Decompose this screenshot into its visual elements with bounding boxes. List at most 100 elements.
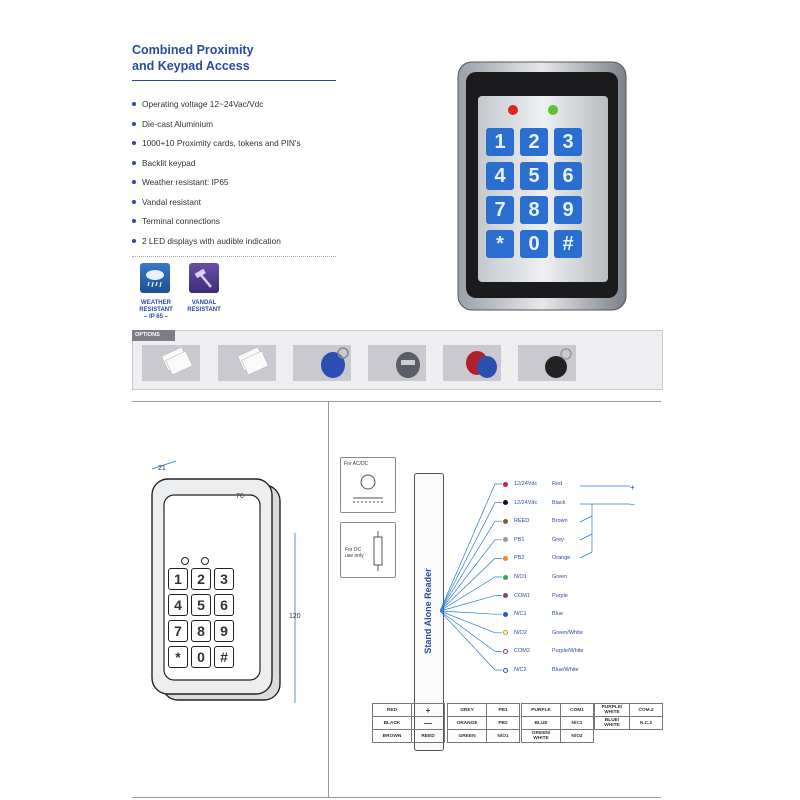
wire-color-dot (503, 500, 508, 506)
wire-color-dot (503, 537, 508, 543)
photo-key: 4 (486, 162, 514, 190)
wire-color-dot (503, 555, 508, 561)
drawing-key: 3 (214, 568, 234, 590)
feature-item: Terminal connections (132, 215, 301, 235)
feature-item: Backlit keypad (132, 157, 301, 177)
weather-icon (140, 263, 170, 293)
wire-terminal: N/C2 (514, 667, 527, 673)
wire-row: 12/24Vdc Black (503, 497, 565, 509)
wire-line (440, 610, 502, 671)
wire-color-name: Red (552, 481, 563, 487)
photo-key: 7 (486, 196, 514, 224)
wire-row: 12/24Vdc Red (503, 478, 562, 490)
wire-terminal: COM2 (514, 648, 530, 655)
wire-fan (440, 483, 630, 671)
title-line-1: Combined Proximity (132, 43, 254, 57)
wire-terminal: REED (514, 518, 530, 525)
option-cards-image (142, 345, 200, 381)
wire-color-name: Purple/White (552, 648, 584, 655)
wire-terminal: N/O1 (514, 574, 527, 580)
title-divider (132, 80, 336, 81)
wire-color-name: Black (552, 499, 566, 506)
wire-terminal: N/O2 (514, 629, 527, 636)
bottom-divider (132, 797, 661, 798)
feature-divider (132, 256, 336, 257)
column-divider (328, 402, 329, 798)
option-fob-blue-image (293, 345, 351, 381)
photo-key: 9 (554, 196, 582, 224)
wire-color-name: Green (552, 574, 568, 580)
wire-row: N/C2 Blue/White (503, 664, 579, 676)
option-cards-image (218, 345, 276, 381)
wire-line (440, 595, 502, 612)
power-supply-icon (353, 474, 383, 503)
photo-key: 5 (520, 162, 548, 190)
feature-item: 2 LED displays with audible indication (132, 235, 301, 255)
wire-color-dot (503, 630, 508, 636)
reader-label: Stand Alone Reader (423, 568, 433, 654)
wire-color-name: Blue (552, 611, 564, 618)
wire-line (440, 610, 502, 634)
drawing-key: 0 (191, 646, 211, 668)
option-fob-red-blue-image (443, 345, 501, 381)
feature-item: Weather resistant: IP65 (132, 176, 301, 196)
options-label: OPTIONS (132, 330, 175, 341)
wire-color-name: Brown (552, 518, 568, 525)
photo-key: 6 (554, 162, 582, 190)
wire-line (440, 558, 502, 612)
drawing-key: 5 (191, 594, 211, 616)
minus-terminal: – (630, 500, 635, 509)
drawing-key: 9 (214, 620, 234, 642)
wire-line (440, 539, 502, 612)
wire-row: COM2 Purple/White (503, 645, 584, 657)
feature-item: Vandal resistant (132, 196, 301, 216)
photo-key: * (486, 230, 514, 258)
photo-keypad: 1 2 3 4 5 6 7 8 9 * 0 # (486, 128, 582, 262)
wire-terminal: 12/24Vdc (514, 481, 538, 487)
feature-item: Die-cast Aluminium (132, 118, 301, 138)
wire-color-dot (503, 518, 508, 524)
wire-color-name: Purple (552, 592, 568, 599)
wire-color-dot (503, 611, 508, 617)
feature-item: Operating voltage 12~24Vac/Vdc (132, 98, 301, 118)
wire-color-name: Blue/White (552, 667, 579, 673)
option-fob-black-image (518, 345, 576, 381)
option-fob-grey-image (368, 345, 426, 381)
photo-key: 0 (520, 230, 548, 258)
wire-line (440, 520, 502, 612)
wire-color-name: Green/White (552, 629, 583, 636)
drawing-key: 1 (168, 568, 188, 590)
feature-item: 1000+10 Proximity cards, tokens and PIN'… (132, 137, 301, 157)
wire-color-dot (503, 667, 508, 673)
ac-dc-label: For AC/DC (344, 461, 369, 467)
hammer-icon (189, 263, 219, 293)
dc-label-1: For DC (345, 547, 362, 553)
wire-color-name: Grey (552, 536, 564, 543)
wire-color-name: Orange (552, 555, 571, 562)
drawing-key: 2 (191, 568, 211, 590)
vandal-badge-label: VANDAL RESISTANT (187, 300, 221, 313)
drawing-key: 6 (214, 594, 234, 616)
height-dimension: 120 (289, 613, 301, 620)
battery-icon (373, 531, 383, 571)
wire-row: REED Brown (503, 515, 568, 527)
photo-key: 8 (520, 196, 548, 224)
wire-line (440, 610, 502, 652)
plus-terminal: + (630, 483, 635, 492)
wire-terminal: PB1 (514, 536, 525, 543)
drawing-key: 4 (168, 594, 188, 616)
page-title: Combined Proximity and Keypad Access (132, 42, 254, 74)
wire-line (440, 610, 502, 615)
depth-dimension: 21 (158, 465, 166, 472)
photo-key: 3 (554, 128, 582, 156)
wire-terminal: 12/24Vdc (514, 499, 538, 506)
wire-line (440, 483, 502, 612)
drawing-key: * (168, 646, 188, 668)
